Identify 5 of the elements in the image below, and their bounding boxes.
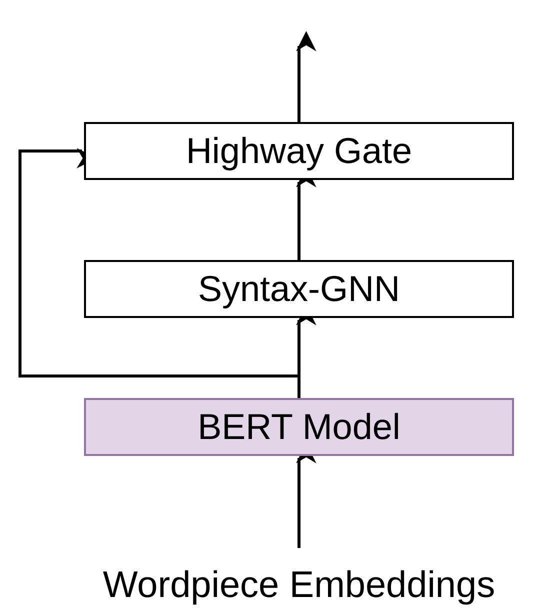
model-box: BERT Model: [84, 398, 514, 456]
input-label: Wordpiece Embeddings: [60, 560, 538, 610]
process-box: Highway Gate: [84, 122, 514, 180]
arrow: [296, 31, 316, 122]
process-box: Syntax-GNN: [84, 260, 514, 318]
